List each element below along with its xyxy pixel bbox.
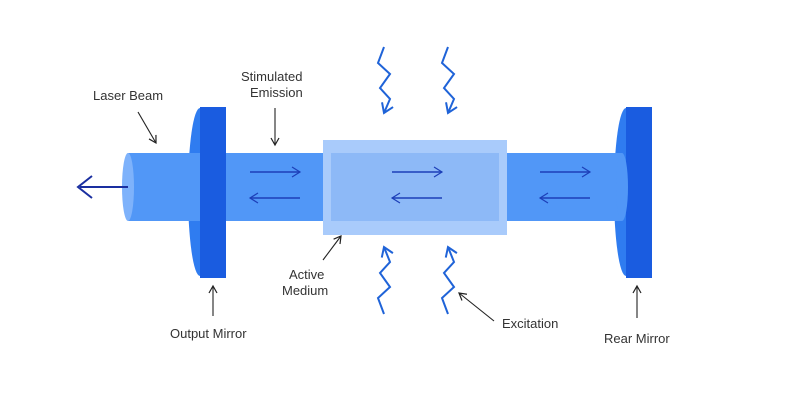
zigzag-wave-icon: [440, 46, 458, 115]
zigzag-wave-icon: [376, 245, 394, 315]
laser-beam-pointer: [137, 111, 157, 145]
active-medium-label-line1: Active: [289, 267, 324, 282]
excitation-label: Excitation: [502, 316, 558, 331]
active-medium-label-line2: Medium: [282, 283, 328, 298]
excitation-pointer: [458, 292, 495, 322]
beam-rear-cap: [616, 153, 628, 221]
stimulated-emission-label-line1: Stimulated: [241, 69, 302, 84]
active-medium-pointer: [322, 235, 342, 261]
rear-mirror-label: Rear Mirror: [604, 331, 670, 346]
output-mirror: [200, 107, 226, 278]
output-beam-arrowhead-icon: [76, 175, 93, 199]
output-mirror-label: Output Mirror: [170, 326, 247, 341]
zigzag-wave-icon: [440, 245, 458, 315]
laser-beam-label: Laser Beam: [93, 88, 163, 103]
rear-mirror: [626, 107, 652, 278]
zigzag-wave-icon: [376, 46, 394, 115]
stimulated-emission-label-line2: Emission: [250, 85, 303, 100]
active-medium-core: [331, 153, 499, 221]
